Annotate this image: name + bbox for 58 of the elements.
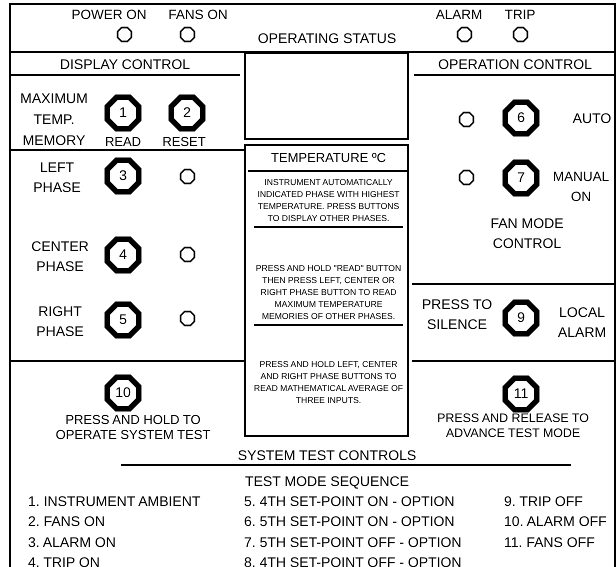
button-caption: FANS ON <box>167 6 229 24</box>
sequence-item: 10. ALARM OFF <box>504 512 608 531</box>
instruction-panel <box>244 144 409 437</box>
push-button: 9 <box>501 298 541 338</box>
push-button: 11 <box>501 374 541 414</box>
instruction-text: PRESS AND HOLD LEFT, CENTER AND RIGHT PHASE BUTTONS TO READ MATHEMATICAL AVERAGE OF THREE INPUTS. <box>252 358 404 406</box>
indicator-light <box>179 26 196 43</box>
display-window <box>244 52 409 140</box>
sequence-item: 11. FANS OFF <box>504 533 596 552</box>
sequence-item: 1. INSTRUMENT AMBIENT <box>28 492 202 511</box>
push-button: 2 <box>167 93 207 133</box>
push-button: 4 <box>103 235 143 275</box>
section-heading: DISPLAY CONTROL <box>10 54 240 76</box>
panel-caption: FAN MODE CONTROL <box>489 214 565 253</box>
indicator-light <box>456 26 473 43</box>
row-caption: MAXIMUM TEMP. MEMORY <box>19 89 89 150</box>
sequence-item: 9. TRIP OFF <box>504 492 584 511</box>
instruction-text: INSTRUMENT AUTOMATICALLY INDICATED PHASE WITH HIGHEST TEMPERATURE. PRESS BUTTONS TO DISPLAY OTHER PHASES. <box>254 176 403 228</box>
button-caption: TRIP <box>504 6 536 24</box>
button-caption: LEFT PHASE <box>32 158 82 197</box>
button-caption: CENTER PHASE <box>30 237 90 276</box>
sequence-item: 4. TRIP ON <box>28 553 101 567</box>
button-caption: POWER ON <box>70 6 148 24</box>
push-button: 5 <box>103 300 143 340</box>
indicator-light <box>179 246 196 263</box>
indicator-light <box>179 310 196 327</box>
indicator-light <box>116 26 133 43</box>
sequence-item: 2. FANS ON <box>28 512 106 531</box>
push-button: 1 <box>103 93 143 133</box>
sequence-item: 5. 4TH SET-POINT ON - OPTION <box>244 492 456 511</box>
section-heading: OPERATION CONTROL <box>414 54 616 76</box>
sequence-item: 8. 4TH SET-POINT OFF - OPTION <box>244 553 463 567</box>
button-caption: MANUAL ON <box>552 168 610 206</box>
button-caption: LOCAL ALARM <box>556 303 608 342</box>
section-heading: TEST MODE SEQUENCE <box>244 472 410 491</box>
instruction-text: PRESS AND HOLD "READ" BUTTON THEN PRESS LEFT, CENTER OR RIGHT PHASE BUTTON TO READ MAXIMUM TEMPERATURE MEMORIES OF OTHER PHASES. <box>254 262 403 326</box>
button-caption: RIGHT PHASE <box>35 302 85 341</box>
button-caption: RESET <box>161 134 207 149</box>
button-caption: ALARM <box>434 6 484 24</box>
button-caption: PRESS TO SILENCE <box>420 295 494 334</box>
button-caption: PRESS AND RELEASE TO ADVANCE TEST MODE <box>436 411 590 441</box>
push-button: 3 <box>103 156 143 196</box>
push-button: 7 <box>501 158 541 198</box>
button-caption: AUTO <box>572 109 612 128</box>
section-heading: SYSTEM TEST CONTROLS <box>236 446 418 465</box>
sequence-item: 6. 5TH SET-POINT ON - OPTION <box>244 512 456 531</box>
push-button: 10 <box>103 373 143 413</box>
indicator-light <box>458 111 475 128</box>
indicator-light <box>458 169 475 186</box>
sequence-item: 3. ALARM ON <box>28 533 117 552</box>
push-button: 6 <box>501 98 541 138</box>
indicator-light <box>179 168 196 185</box>
indicator-light <box>512 26 529 43</box>
panel-heading: TEMPERATURE ºC <box>248 148 409 172</box>
button-caption: PRESS AND HOLD TO OPERATE SYSTEM TEST <box>54 412 212 442</box>
sequence-item: 7. 5TH SET-POINT OFF - OPTION <box>244 533 463 552</box>
section-heading: OPERATING STATUS <box>256 29 398 48</box>
button-caption: READ <box>104 134 142 149</box>
